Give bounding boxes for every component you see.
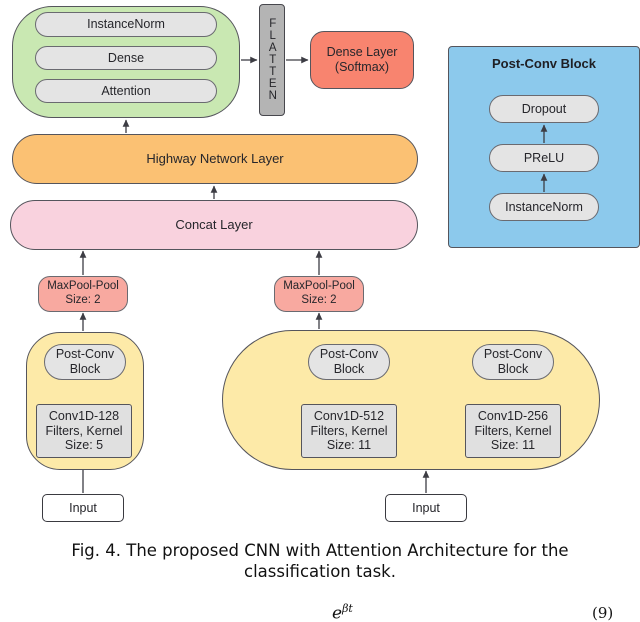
flatten-node[interactable]: FLATTEN [259,4,285,116]
maxpool-node-right[interactable]: MaxPool-Pool Size: 2 [274,276,364,312]
maxpool-left-line-2: Size: 2 [65,294,101,306]
post-conv-block-node-middle[interactable]: Post-Conv Block [308,344,390,380]
pcb-mid-line-2: Block [333,362,365,376]
maxpool-node-left[interactable]: MaxPool-Pool Size: 2 [38,276,128,312]
figure-caption: Fig. 4. The proposed CNN with Attention … [0,540,640,582]
pcb-left-line-2: Block [69,362,101,376]
conv128-line-1: Conv1D-128 [48,408,120,423]
conv512-line-2: Filters, Kernel [310,423,388,438]
maxpool-right-line-1: MaxPool-Pool [283,280,355,293]
conv256-line-3: Size: 11 [490,438,536,453]
post-conv-block-node-right[interactable]: Post-Conv Block [472,344,554,380]
legend-instancenorm-node[interactable]: InstanceNorm [489,193,599,221]
conv512-line-1: Conv1D-512 [313,408,385,423]
conv256-line-1: Conv1D-256 [477,408,549,423]
conv1d-256-node[interactable]: Conv1D-256 Filters, Kernel Size: 11 [465,404,561,458]
input-node-right[interactable]: Input [385,494,467,522]
dense-node[interactable]: Dense [35,46,217,70]
dense-softmax-output-node[interactable]: Dense Layer (Softmax) [310,31,414,89]
conv1d-512-node[interactable]: Conv1D-512 Filters, Kernel Size: 11 [301,404,397,458]
pcb-right-line-2: Block [497,362,529,376]
legend-dropout-node[interactable]: Dropout [489,95,599,123]
conv128-line-2: Filters, Kernel [45,423,123,438]
post-conv-block-node-left[interactable]: Post-Conv Block [44,344,126,380]
conv256-line-2: Filters, Kernel [474,423,552,438]
legend-title: Post-Conv Block [491,56,596,71]
conv512-line-3: Size: 11 [326,438,372,453]
concat-layer-node[interactable]: Concat Layer [10,200,418,250]
highway-network-layer-node[interactable]: Highway Network Layer [12,134,418,184]
conv1d-128-node[interactable]: Conv1D-128 Filters, Kernel Size: 5 [36,404,132,458]
pcb-left-line-1: Post-Conv [55,347,115,362]
input-node-left[interactable]: Input [42,494,124,522]
attention-node[interactable]: Attention [35,79,217,103]
instancenorm-node[interactable]: InstanceNorm [35,12,217,37]
maxpool-right-line-2: Size: 2 [301,294,337,306]
pcb-mid-line-1: Post-Conv [319,347,379,362]
equation-expression: eβt [332,602,353,622]
equation-fragment: eβt (9) [0,600,640,622]
equation-number: (9) [592,604,614,622]
pcb-right-line-1: Post-Conv [483,347,543,362]
softmax-line-2: (Softmax) [334,60,390,74]
figure-cnn-attention-architecture: InstanceNorm Dense Attention FLATTEN Den… [10,4,640,522]
legend-prelu-node[interactable]: PReLU [489,144,599,172]
caption-line-2: classification task. [244,562,396,582]
maxpool-left-line-1: MaxPool-Pool [47,280,119,293]
caption-line-1: Fig. 4. The proposed CNN with Attention … [71,541,569,560]
softmax-line-1: Dense Layer [326,45,398,60]
conv128-line-3: Size: 5 [64,438,104,453]
